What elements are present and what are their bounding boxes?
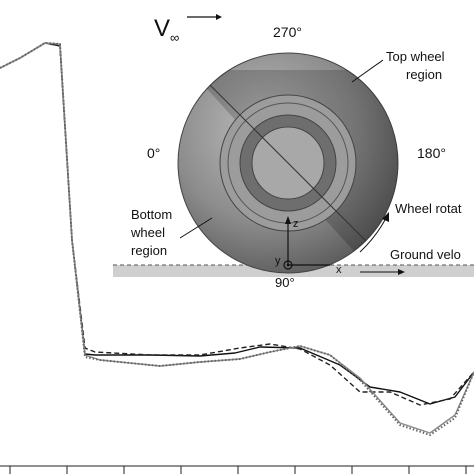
x-axis-ticks [9, 466, 467, 474]
y-axis-dot [286, 263, 290, 267]
angle-270-label: 270° [273, 24, 302, 40]
bottom-wheel-label-2: wheel [130, 225, 165, 240]
ground-velocity-arrowhead [398, 269, 405, 275]
z-arrow [285, 216, 291, 224]
series-line-2 [0, 42, 474, 406]
rotation-arrowhead [382, 212, 389, 222]
rotation-arrow [359, 217, 387, 253]
angle-0-label: 0° [147, 145, 160, 161]
wheel-inset: V ∞ 270° 0° 180° 90° Top wheel region Bo… [113, 14, 474, 290]
wheel-rotation-label: Wheel rotat [395, 201, 462, 216]
bottom-wheel-label-1: Bottom [131, 207, 172, 222]
bottom-region-leader [179, 217, 213, 239]
series-layer [0, 42, 474, 436]
y-axis-symbol [283, 260, 293, 270]
region-divider [209, 84, 367, 242]
velocity-arrowhead [216, 14, 222, 20]
series-line-4 [0, 42, 474, 436]
v-subscript: ∞ [170, 30, 179, 45]
bottom-wheel-label-3: region [131, 243, 167, 258]
angle-90-label: 90° [275, 275, 295, 290]
v-label: V [154, 15, 170, 42]
x-axis-label-local: x [336, 264, 342, 276]
z-axis-label: z [293, 218, 299, 230]
top-region-leader [351, 59, 384, 83]
ground-velocity-label: Ground velo [390, 247, 461, 262]
top-wheel-label-2: region [406, 67, 442, 82]
top-wheel-label-1: Top wheel [386, 49, 445, 64]
y-axis-label: y [275, 255, 281, 267]
angle-180-label: 180° [417, 145, 446, 161]
